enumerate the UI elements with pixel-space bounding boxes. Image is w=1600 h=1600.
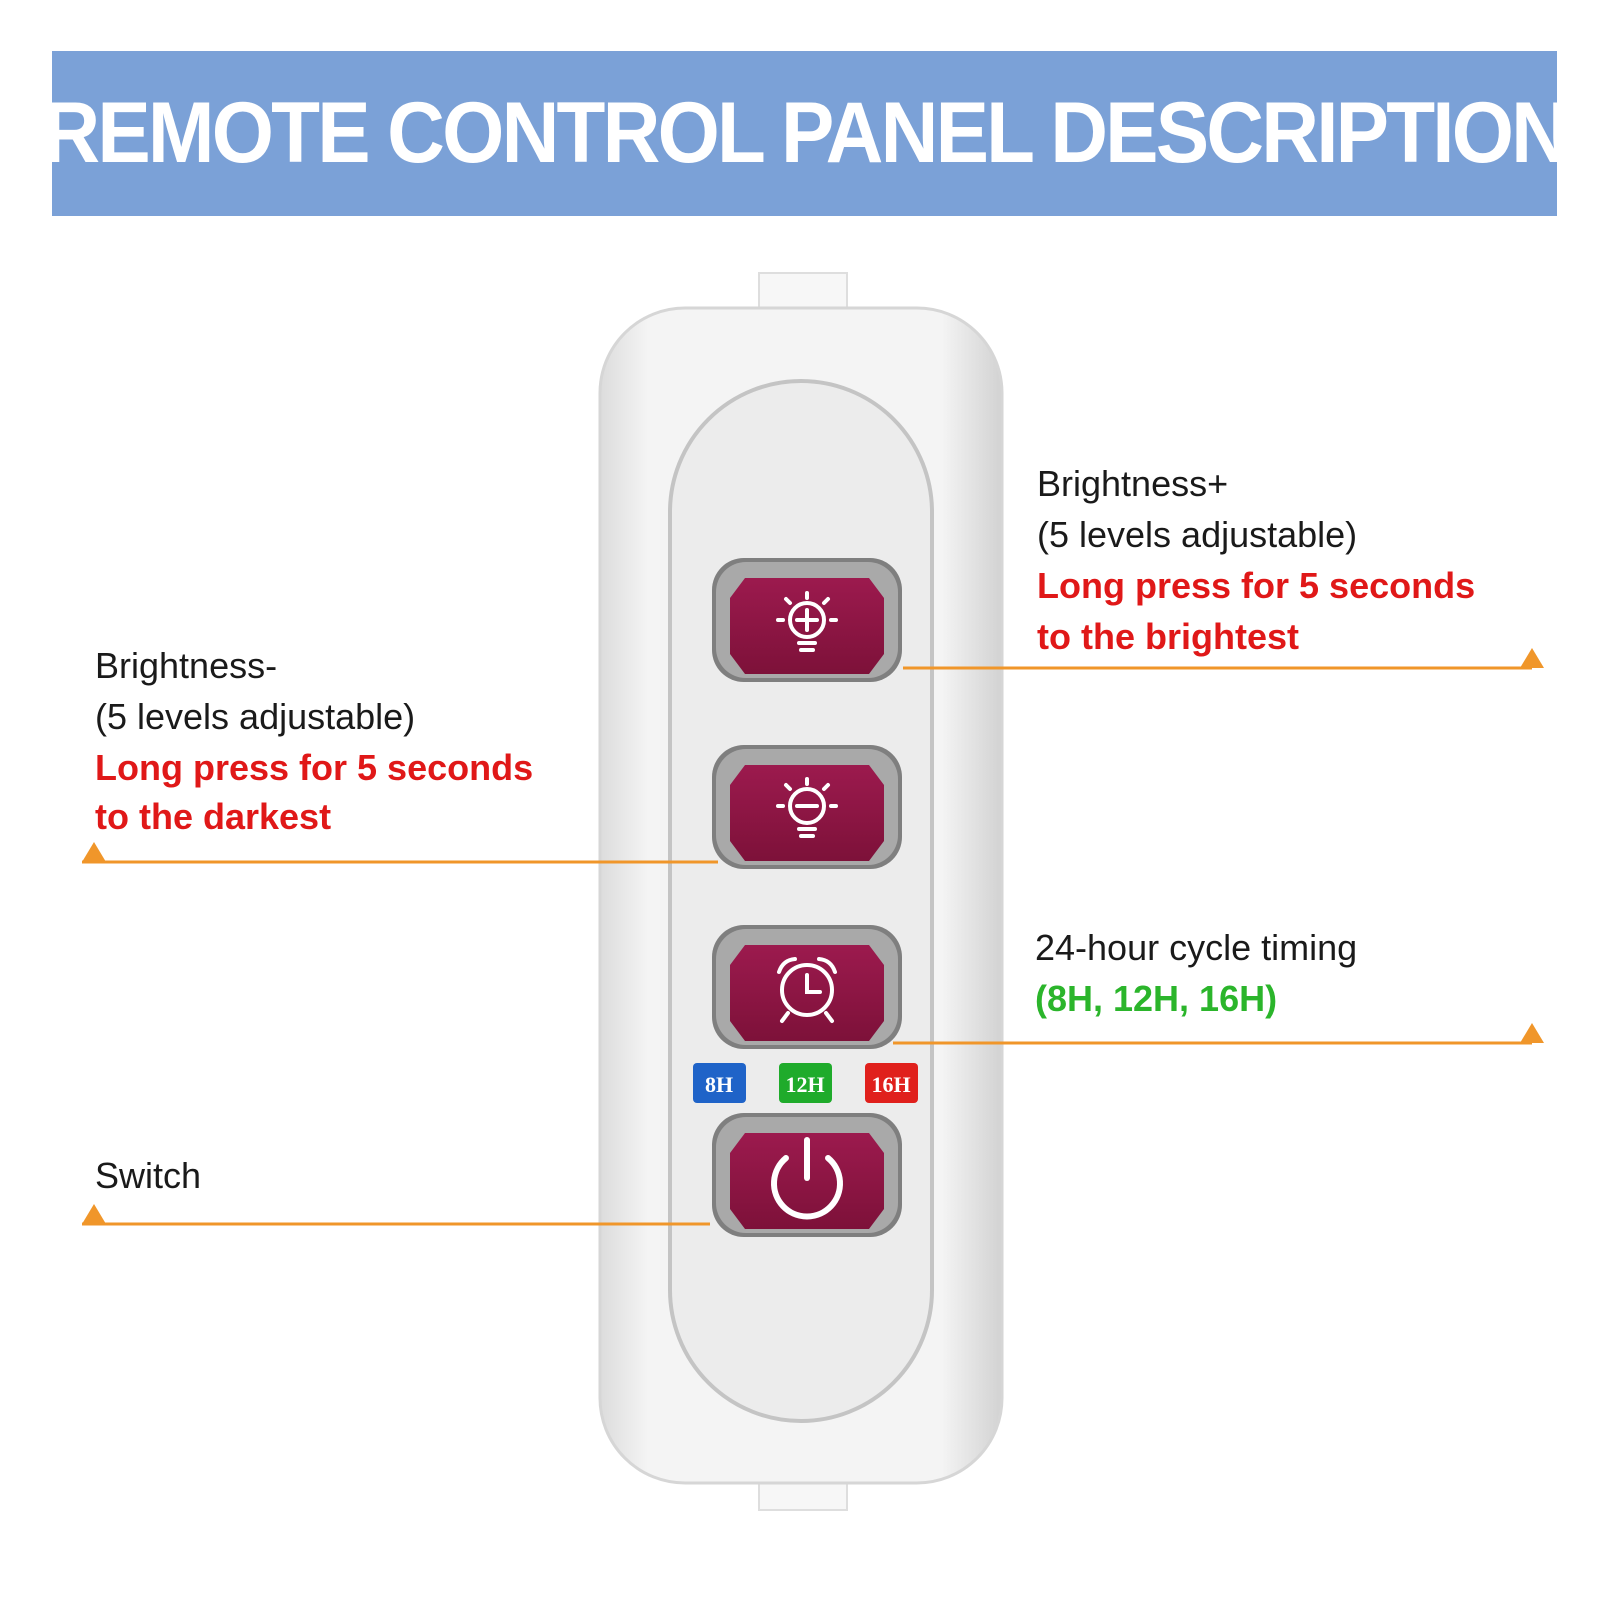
brightness-down-note-line2: to the darkest [95,796,332,837]
bulb-minus-icon [776,777,838,838]
switch-title: Switch [95,1155,202,1196]
timer-title: 24-hour cycle timing [1035,927,1358,968]
callout-line-brightness-down [82,842,718,864]
alarm-clock-icon [777,957,837,1023]
brightness-down-title: Brightness- [95,645,278,686]
svg-text:8H: 8H [705,1072,733,1097]
brightness-up-button[interactable] [712,558,902,682]
brightness-down-detail: (5 levels adjustable) [95,696,416,737]
header-banner: REMOTE CONTROL PANEL DESCRIPTION [43,51,1569,216]
timer-note: (8H, 12H, 16H) [1035,978,1278,1019]
callout-line-brightness-up [903,648,1544,670]
page-title: REMOTE CONTROL PANEL DESCRIPTION [42,85,1570,181]
callout-line-timer [893,1023,1544,1045]
brightness-down-button[interactable] [712,745,902,869]
timer-badge-8h: 8H [693,1063,746,1103]
timer-badge-16h: 16H [865,1063,918,1103]
callout-line-switch [82,1204,710,1226]
brightness-up-detail: (5 levels adjustable) [1037,514,1358,555]
timer-badge-12h: 12H [779,1063,832,1103]
brightness-up-note-line1: Long press for 5 seconds [1037,565,1476,606]
brightness-down-note-line1: Long press for 5 seconds [95,747,534,788]
power-icon [771,1137,843,1220]
svg-text:12H: 12H [785,1072,824,1097]
power-button[interactable] [712,1113,902,1237]
svg-text:16H: 16H [871,1072,910,1097]
bulb-plus-icon [776,591,838,652]
brightness-up-title: Brightness+ [1037,463,1229,504]
timer-button[interactable] [712,925,902,1049]
brightness-up-note-line2: to the brightest [1037,616,1299,657]
button-panel [668,379,934,1423]
